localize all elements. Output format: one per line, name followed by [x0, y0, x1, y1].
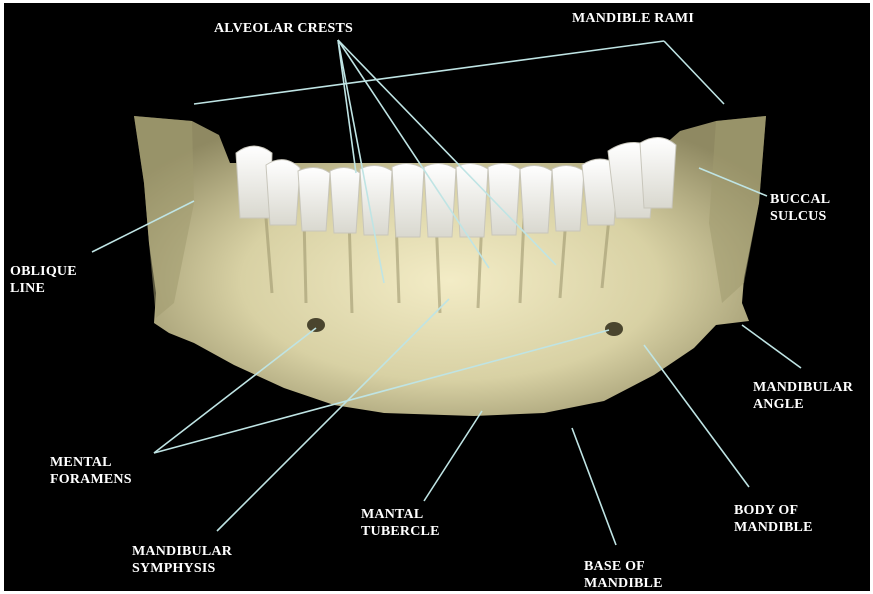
label-mandibular-angle-line2: ANGLE [753, 396, 853, 413]
label-buccal-sulcus: BUCCAL SULCUS [770, 191, 830, 225]
label-mental-foramens-line2: FORAMENS [50, 471, 132, 488]
label-oblique-line: OBLIQUE LINE [10, 263, 77, 297]
label-base-of-mandible: BASE OF MANDIBLE [584, 558, 663, 591]
label-mandibular-symphysis: MANDIBULAR SYMPHYSIS [132, 543, 232, 577]
label-mantal-tubercle-line1: MANTAL [361, 506, 440, 523]
label-mandibular-symphysis-line2: SYMPHYSIS [132, 560, 232, 577]
label-mental-foramens-line1: MENTAL [50, 454, 132, 471]
label-mantal-tubercle: MANTAL TUBERCLE [361, 506, 440, 540]
label-mandible-rami: MANDIBLE RAMI [572, 10, 694, 27]
right-ramus-shadow [709, 116, 766, 303]
label-body-of-mandible-line2: MANDIBLE [734, 519, 813, 536]
left-mental-foramen [307, 318, 325, 332]
label-mental-foramens: MENTAL FORAMENS [50, 454, 132, 488]
label-mantal-tubercle-line2: TUBERCLE [361, 523, 440, 540]
label-mandibular-angle-line1: MANDIBULAR [753, 379, 853, 396]
label-buccal-sulcus-line2: SULCUS [770, 208, 830, 225]
label-base-of-mandible-line1: BASE OF [584, 558, 663, 575]
label-oblique-line-line2: LINE [10, 280, 77, 297]
label-body-of-mandible-line1: BODY OF [734, 502, 813, 519]
label-alveolar-crests: ALVEOLAR CRESTS [214, 20, 353, 37]
figure-frame: ALVEOLAR CRESTS MANDIBLE RAMI BUCCAL SUL… [4, 3, 870, 591]
label-alveolar-crests-text: ALVEOLAR CRESTS [214, 20, 353, 37]
label-base-of-mandible-line2: MANDIBLE [584, 575, 663, 591]
label-buccal-sulcus-line1: BUCCAL [770, 191, 830, 208]
label-body-of-mandible: BODY OF MANDIBLE [734, 502, 813, 536]
label-mandibular-angle: MANDIBULAR ANGLE [753, 379, 853, 413]
right-mental-foramen [605, 322, 623, 336]
label-mandible-rami-text: MANDIBLE RAMI [572, 10, 694, 27]
label-mandibular-symphysis-line1: MANDIBULAR [132, 543, 232, 560]
label-oblique-line-line1: OBLIQUE [10, 263, 77, 280]
